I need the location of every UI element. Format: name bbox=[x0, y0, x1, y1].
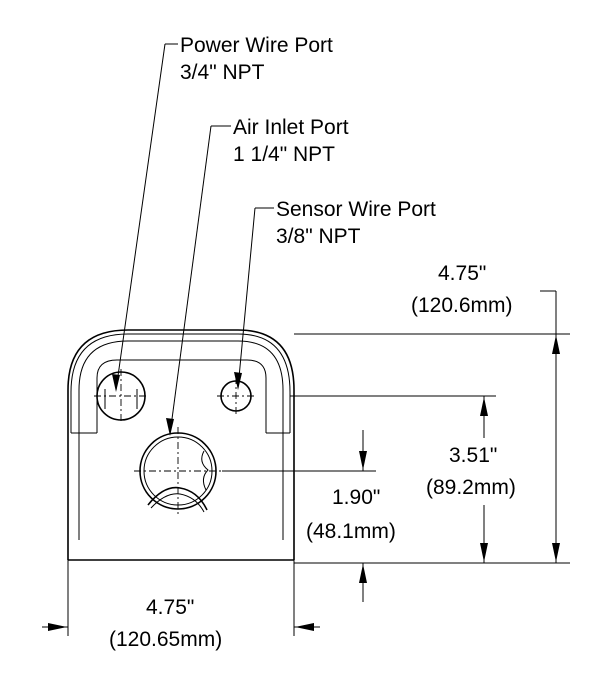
height-dimension-inches: 4.75" bbox=[438, 262, 486, 285]
height-dimension bbox=[294, 290, 570, 564]
sensor-wire-port-label: Sensor Wire Port bbox=[276, 198, 436, 221]
width-dimension-mm: (120.65mm) bbox=[109, 628, 222, 651]
bracket-inner-return bbox=[96, 359, 267, 433]
upper-port-dimension bbox=[290, 395, 496, 563]
power-wire-port-label: Power Wire Port bbox=[180, 34, 333, 57]
upper-port-dimension-inches: 3.51" bbox=[449, 444, 497, 467]
bracket-flange-lip bbox=[70, 333, 291, 433]
power-wire-leader bbox=[112, 43, 178, 392]
bracket-inner-edge bbox=[78, 340, 284, 433]
power-wire-port-hole bbox=[94, 369, 148, 423]
width-dimension-inches: 4.75" bbox=[146, 596, 194, 619]
air-inlet-port-label: Air Inlet Port bbox=[233, 116, 349, 139]
air-inlet-dimension-mm: (48.1mm) bbox=[306, 520, 396, 543]
upper-port-dimension-mm: (89.2mm) bbox=[426, 476, 516, 499]
air-inlet-port-size: 1 1/4" NPT bbox=[233, 143, 335, 166]
sensor-wire-leader bbox=[234, 207, 274, 390]
air-inlet-leader bbox=[166, 125, 231, 436]
air-inlet-dimension-inches: 1.90" bbox=[332, 486, 380, 509]
air-inlet-port-hole bbox=[134, 427, 222, 515]
power-wire-port-size: 3/4" NPT bbox=[180, 61, 265, 84]
bracket-outer-edge bbox=[67, 329, 295, 560]
height-dimension-mm: (120.6mm) bbox=[411, 294, 513, 317]
width-dimension bbox=[42, 536, 320, 636]
bracket-outline bbox=[67, 329, 295, 561]
sensor-wire-port-hole bbox=[217, 377, 255, 415]
air-inlet-dimension bbox=[222, 430, 376, 602]
sensor-wire-port-size: 3/8" NPT bbox=[276, 225, 361, 248]
